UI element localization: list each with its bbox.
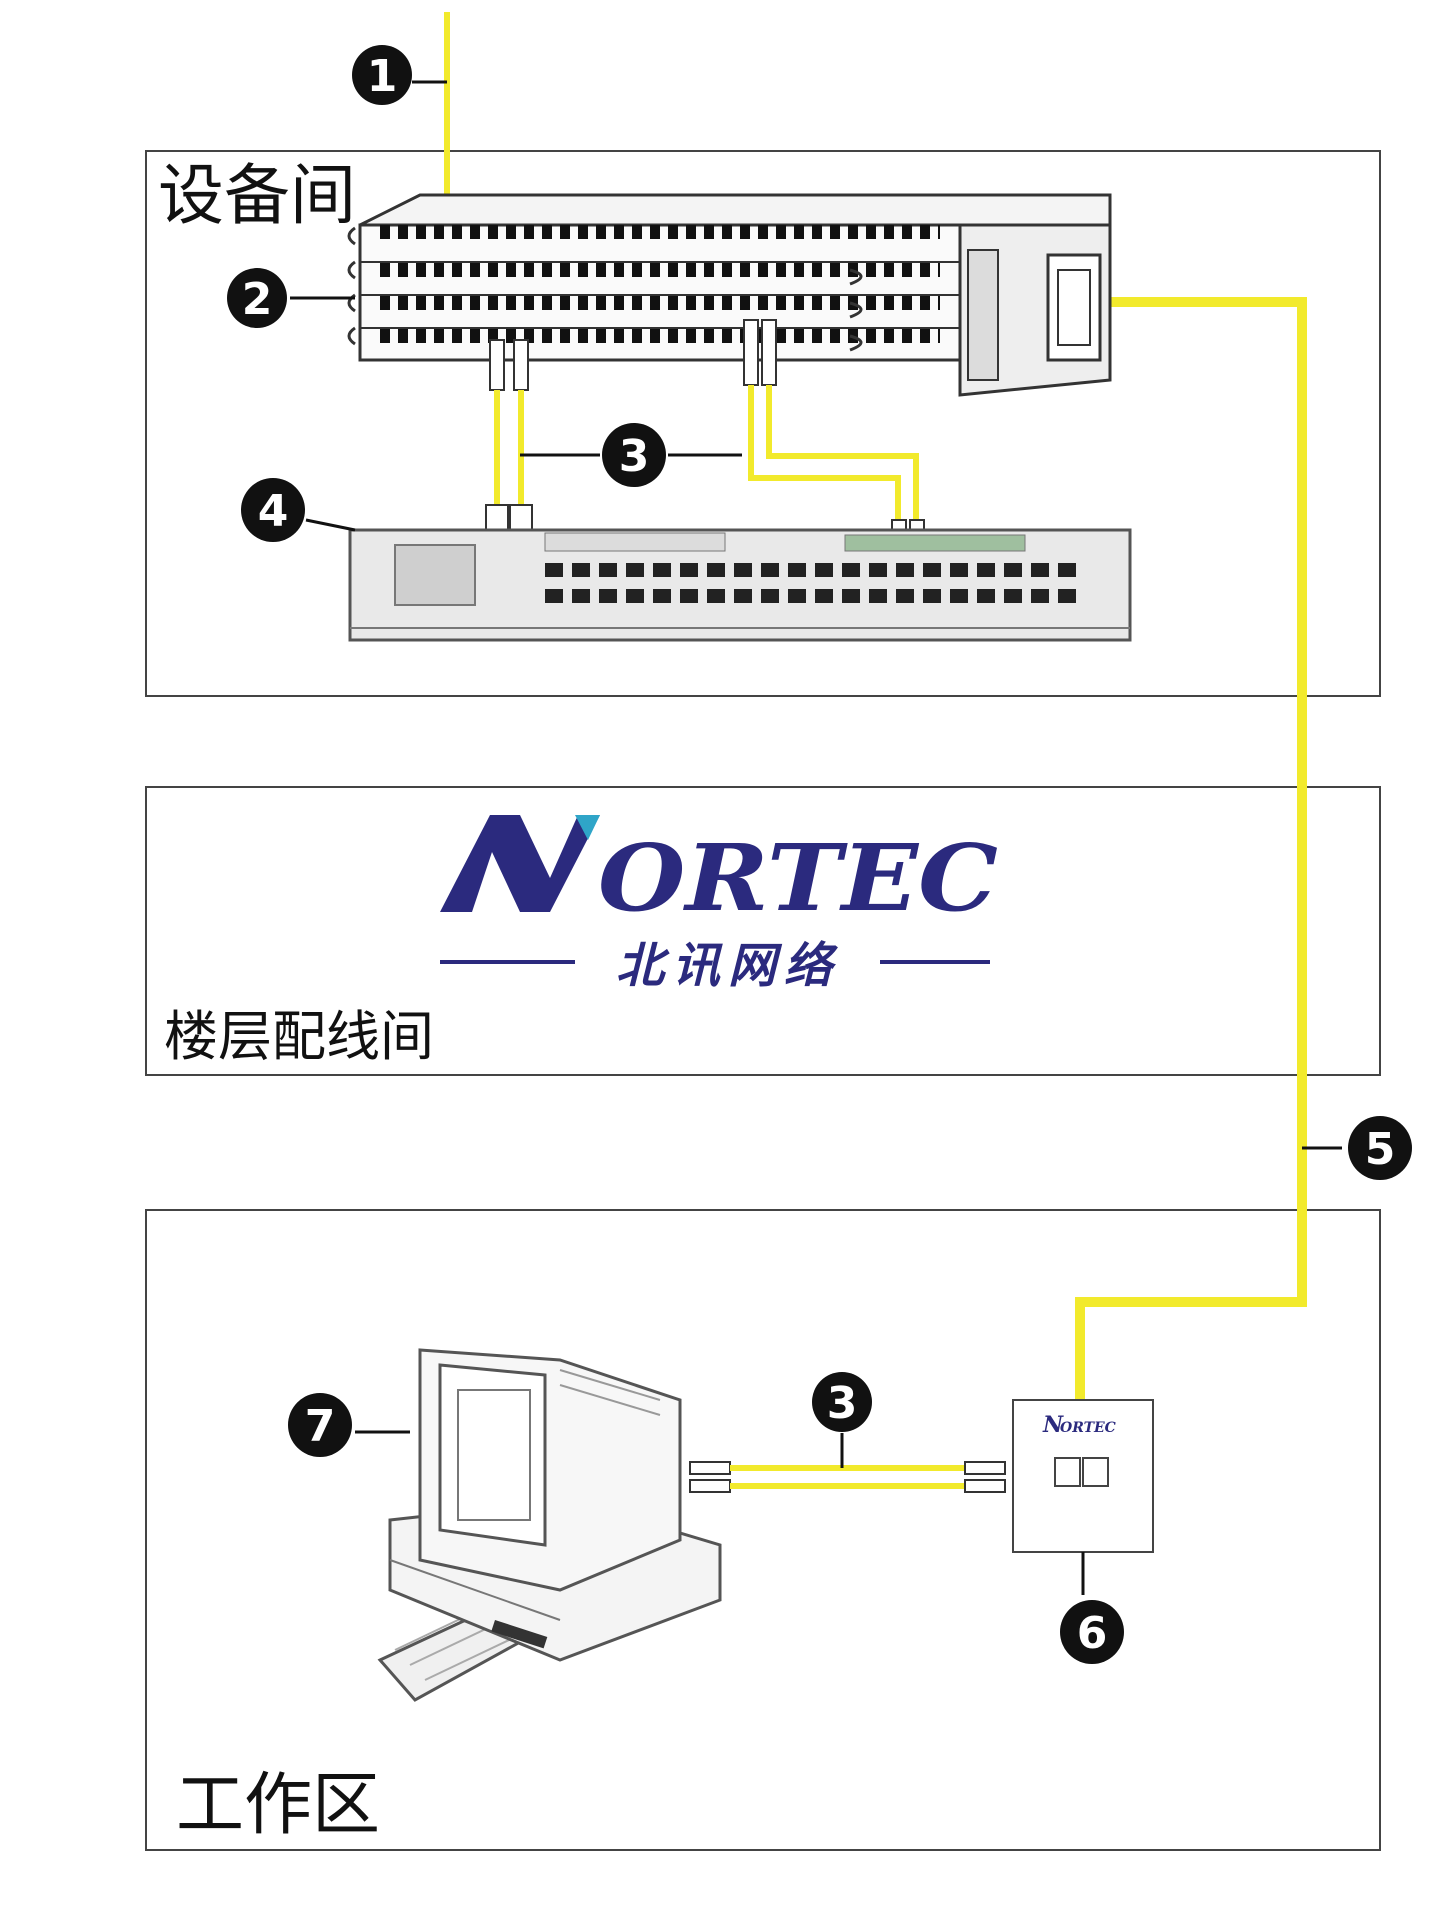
callout-5: 5 [1365, 1124, 1396, 1175]
callout-numbers: 1 2 3 4 5 3 6 7 [242, 51, 1396, 1659]
equipment-room-label: 设备间 [158, 157, 356, 234]
callout-7-marker [288, 1393, 352, 1457]
nortec-logo [440, 815, 990, 964]
callout-3b: 3 [827, 1378, 858, 1429]
callout-1: 1 [367, 51, 398, 102]
equipment-room-box [145, 150, 1381, 697]
callout-6: 6 [1077, 1608, 1108, 1659]
callout-markers [227, 45, 1412, 1664]
floor-wiring-closet-label: 楼层配线间 [164, 1005, 434, 1068]
work-area-label: 工作区 [176, 1766, 380, 1845]
faceplate-brand-rest: ORTEC [1060, 1420, 1116, 1436]
callout-2: 2 [242, 274, 273, 325]
callout-4: 4 [258, 486, 289, 537]
fiber-patch-cord-work-area [689, 1461, 1006, 1493]
callout-leaders [290, 80, 1342, 1595]
callout-5-marker [1348, 1116, 1412, 1180]
computer-workstation [377, 1348, 722, 1702]
callout-7: 7 [305, 1401, 336, 1452]
callout-3: 3 [619, 431, 650, 482]
callout-6-marker [1060, 1600, 1124, 1664]
information-outlet-faceplate [1012, 1399, 1154, 1553]
backbone-fiber-cable [1068, 297, 1307, 1400]
floor-wiring-closet-box [145, 786, 1381, 1076]
faceplate-brand-first: N [1042, 1412, 1064, 1438]
logo-tagline: 北讯网络 [616, 938, 840, 994]
logo-wordmark: ORTEC [598, 824, 998, 932]
callout-3-marker [602, 423, 666, 487]
callout-1-marker [352, 45, 412, 105]
callout-4-marker [241, 478, 305, 542]
callout-2-marker [227, 268, 287, 328]
fiber-distribution-frame [347, 193, 1112, 397]
callout-3b-marker [812, 1372, 872, 1432]
work-area-box [145, 1209, 1381, 1851]
network-switch [348, 528, 1132, 642]
